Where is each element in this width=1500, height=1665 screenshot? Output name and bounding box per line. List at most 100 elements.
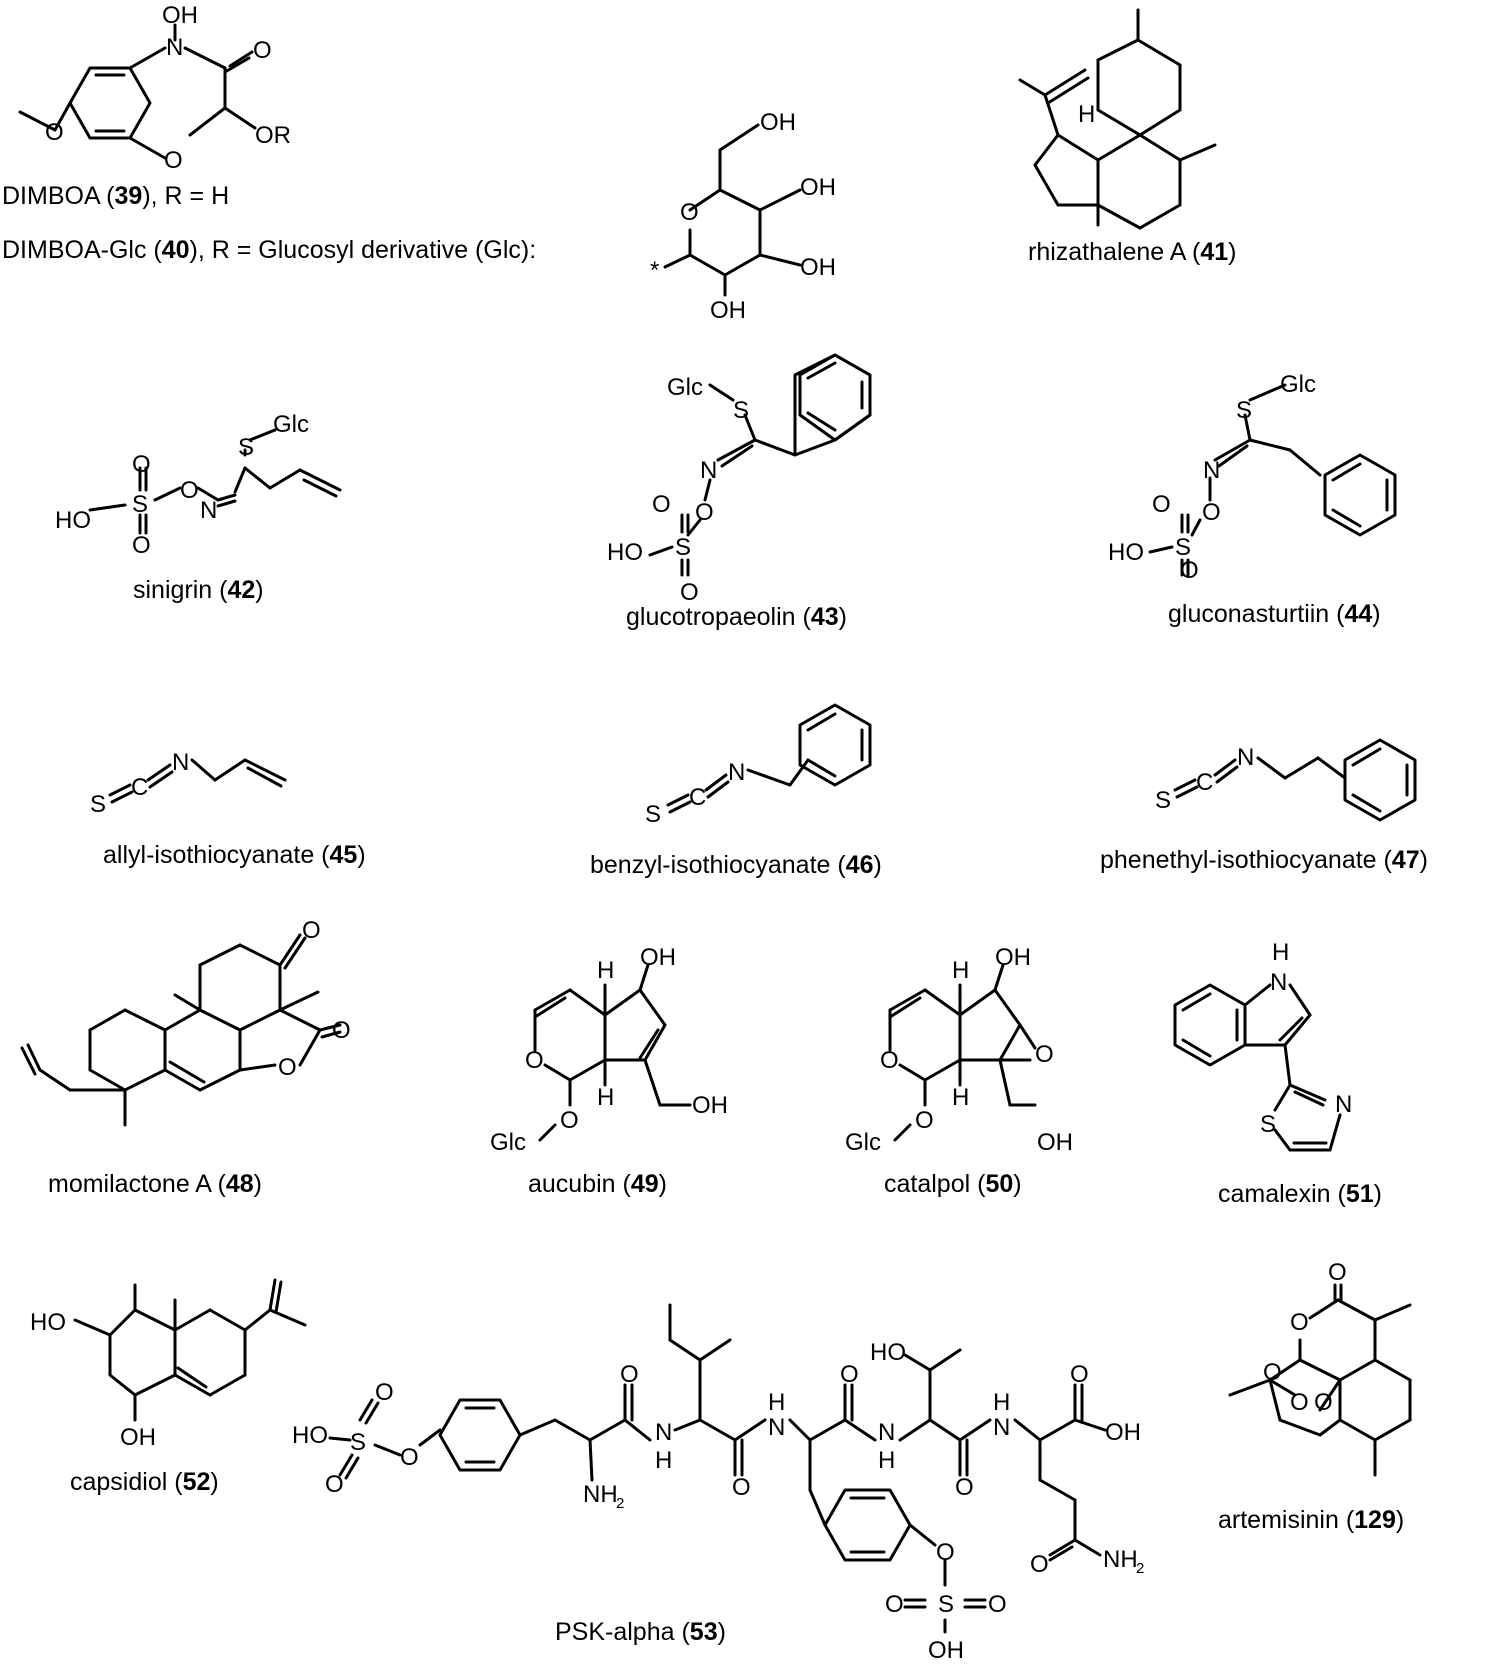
structure-aucubin: H OH O H O Glc OH: [490, 944, 728, 1156]
label-dimboa-glc: DIMBOA-Glc (40), R = Glucosyl derivative…: [2, 236, 536, 264]
atom-o: O: [1035, 1041, 1054, 1068]
atom-o: O: [680, 199, 699, 226]
atom-o: O: [1314, 1389, 1333, 1416]
atom-oh: OH: [120, 1424, 156, 1451]
structure-sinigrin: HO S O O O N S Glc: [55, 411, 342, 559]
label-artemisinin: artemisinin (129): [1218, 1506, 1404, 1534]
atom-ho: HO: [30, 1309, 66, 1336]
atom-n: N: [878, 1419, 895, 1446]
atom-s: S: [1260, 1111, 1276, 1138]
atom-s: S: [938, 1591, 954, 1618]
atom-n: N: [728, 759, 745, 786]
atom-o: O: [325, 1471, 344, 1498]
atom-oh: OH: [162, 2, 198, 29]
atom-s: S: [132, 491, 148, 518]
label-catalpol: catalpol (50): [884, 1170, 1022, 1198]
atom-o: O: [1180, 557, 1199, 584]
atom-h: H: [952, 1084, 969, 1111]
atom-oh: OH: [800, 254, 836, 281]
atom-o: O: [652, 491, 671, 518]
structure-camalexin: H N N S: [1173, 939, 1352, 1152]
atom-or: OR: [255, 122, 291, 149]
atom-o: O: [132, 451, 151, 478]
structure-psk-alpha: HO O S O O O NH 2 N H O H N O N H HO O H…: [292, 1303, 1144, 1664]
atom-o: O: [955, 1474, 974, 1501]
atom-oh: OH: [710, 297, 746, 324]
atom-o: O: [1070, 1361, 1089, 1388]
atom-n: N: [1203, 457, 1220, 484]
atom-oh: OH: [995, 944, 1031, 971]
svg-text:NH: NH: [1103, 1546, 1138, 1573]
label-glucotropaeolin: glucotropaeolin (43): [626, 603, 847, 631]
label-allyl: allyl-isothiocyanate (45): [103, 841, 366, 869]
atom-o: O: [1152, 491, 1171, 518]
atom-h: H: [878, 1447, 895, 1474]
atom-ho: HO: [1108, 539, 1144, 566]
structure-rhizathalene: H: [1018, 8, 1217, 230]
label-psk-alpha: PSK-alpha (53): [555, 1618, 726, 1646]
atom-glc: Glc: [273, 411, 309, 438]
atom-s: S: [350, 1429, 366, 1456]
structure-artemisinin: O O O O O: [1228, 1259, 1412, 1477]
atom-s: S: [645, 801, 661, 828]
atom-c: C: [1196, 769, 1213, 796]
atom-n: N: [172, 749, 189, 776]
atom-o: O: [1328, 1259, 1347, 1286]
atom-n: N: [655, 1419, 672, 1446]
atom-h: H: [597, 957, 614, 984]
atom-o: O: [1202, 499, 1221, 526]
structure-glucotropaeolin: Glc S N O O S HO O: [607, 353, 872, 606]
structure-benzyl-isothiocyanate: S C N: [645, 703, 872, 828]
atom-oh: OH: [1037, 1129, 1073, 1156]
atom-h: H: [768, 1389, 785, 1416]
atom-s: S: [733, 397, 749, 424]
atom-o: O: [840, 1361, 859, 1388]
atom-n: N: [993, 1414, 1010, 1441]
atom-ho: HO: [607, 539, 643, 566]
atom-s: S: [1155, 787, 1171, 814]
atom-glc: Glc: [845, 1129, 881, 1156]
atom-o: O: [560, 1107, 579, 1134]
atom-o: O: [1290, 1389, 1309, 1416]
label-benzyl: benzyl-isothiocyanate (46): [590, 851, 882, 879]
atom-o: O: [988, 1591, 1007, 1618]
label-dimboa: DIMBOA (39), R = H: [2, 182, 229, 210]
atom-glc: Glc: [667, 374, 703, 401]
atom-n: N: [1270, 969, 1287, 996]
label-sinigrin: sinigrin (42): [133, 576, 264, 604]
atom-oh: OH: [1105, 1419, 1141, 1446]
atom-o: O: [880, 1047, 899, 1074]
atom-o: O: [525, 1047, 544, 1074]
atom-oh: OH: [760, 109, 796, 136]
atom-oh: OH: [640, 944, 676, 971]
atom-o: O: [1030, 1551, 1049, 1578]
atom-o: O: [45, 119, 64, 146]
atom-h: H: [993, 1389, 1010, 1416]
atom-o: O: [253, 37, 272, 64]
atom-s: S: [675, 534, 691, 561]
atom-o: O: [620, 1361, 639, 1388]
atom-o: O: [332, 1017, 351, 1044]
svg-text:NH: NH: [583, 1481, 618, 1508]
atom-ho: HO: [292, 1422, 328, 1449]
label-aucubin: aucubin (49): [528, 1170, 667, 1198]
atom-c: C: [689, 784, 706, 811]
atom-o: O: [732, 1474, 751, 1501]
structure-gluconasturtiin: Glc S N O O S HO O: [1108, 371, 1397, 584]
atom-s: S: [90, 791, 106, 818]
atom-nh2: NH 2: [583, 1481, 624, 1512]
label-capsidiol: capsidiol (52): [70, 1468, 219, 1496]
atom-glc: Glc: [490, 1129, 526, 1156]
atom-o: O: [180, 477, 199, 504]
atom-oh: OH: [800, 174, 836, 201]
structure-glucosyl: O OH OH OH OH *: [650, 109, 836, 324]
atom-h: H: [655, 1447, 672, 1474]
structure-catalpol: H OH O O H O Glc OH: [845, 944, 1073, 1156]
atom-oh: OH: [692, 1092, 728, 1119]
atom-n: N: [1237, 744, 1254, 771]
structure-phenethyl-isothiocyanate: S C N: [1155, 738, 1417, 822]
atom-o: O: [278, 1054, 297, 1081]
atom-s: S: [1175, 534, 1191, 561]
atom-c: C: [131, 774, 148, 801]
